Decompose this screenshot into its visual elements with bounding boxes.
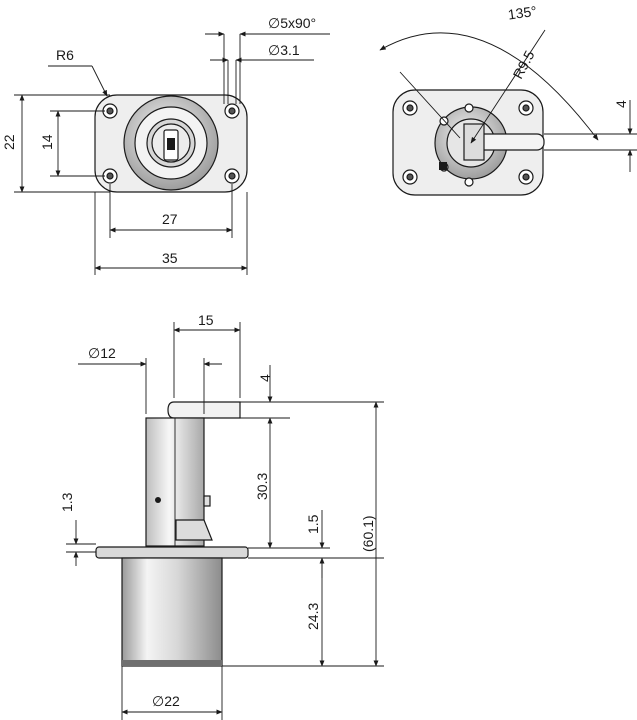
label-flange-thickness: 1.5 [305, 514, 321, 534]
label-hole-spacing-v: 14 [39, 134, 55, 150]
label-cam-width: 4 [613, 100, 629, 108]
label-height: 22 [1, 134, 17, 150]
label-shaft-dia: ∅12 [88, 345, 116, 361]
label-radius: R6 [56, 47, 74, 63]
label-cam-length: 15 [198, 312, 214, 328]
label-cam-thickness: 4 [257, 374, 273, 382]
label-width: 35 [162, 250, 178, 266]
label-back-radius: R9.5 [510, 48, 538, 82]
label-body-length: 24.3 [305, 603, 321, 630]
label-shaft-length: 30.3 [254, 473, 270, 500]
side-view: 15 ∅12 4 30.3 1.3 1.5 (60.1) 24.3 ∅22 [59, 312, 384, 720]
label-hole-dia: ∅3.1 [268, 42, 300, 58]
label-total-length: (60.1) [360, 515, 376, 552]
top-view: ∅5x90° ∅3.1 R6 22 14 27 35 [1, 15, 330, 275]
mounting-holes [102, 103, 240, 184]
label-chamfer: ∅5x90° [268, 15, 316, 31]
label-angle: 135° [507, 3, 538, 23]
label-hole-spacing-h: 27 [162, 211, 178, 227]
back-view: 135° R9.5 4 [379, 3, 637, 196]
label-flange-step: 1.3 [59, 492, 75, 512]
side-flange [95, 546, 249, 559]
label-body-dia: ∅22 [152, 693, 180, 709]
side-body [121, 557, 223, 667]
